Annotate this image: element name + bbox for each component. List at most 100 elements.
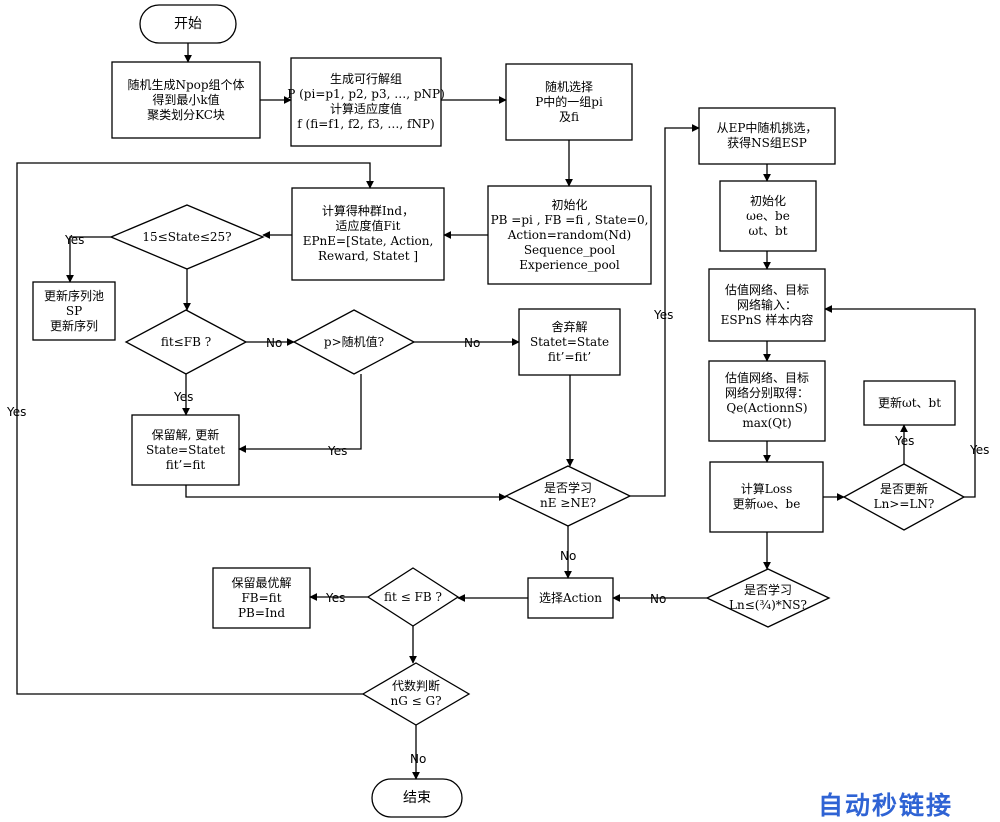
- edge-label-yes-learn1: Yes: [654, 308, 674, 322]
- discard-line: Statet=State: [529, 334, 610, 349]
- gen-feasible-line: 生成可行解组: [329, 72, 402, 86]
- keep-best-line: PB=Ind: [237, 605, 286, 620]
- update-wt-line: 更新ωt、bt: [877, 395, 942, 410]
- net-output-line: 网络分别取得：: [724, 386, 809, 400]
- edge-label-yes-fit2: Yes: [326, 591, 346, 605]
- init2-line: 初始化: [749, 193, 786, 208]
- state-range-node: 15≤State≤25?: [111, 205, 263, 269]
- flow-arrow: [66, 236, 111, 283]
- discard-line: 舍弃解: [551, 319, 588, 334]
- edge-label-yes-fit: Yes: [174, 390, 194, 404]
- keep-best-line: 保留最优解: [231, 575, 292, 590]
- update-seq-line: 更新序列: [49, 318, 98, 333]
- flow-arrow: [238, 374, 362, 453]
- init2-line: ωe、be: [746, 208, 790, 223]
- update-seq-shape: [32, 281, 116, 341]
- init-pop-line: 随机生成Npop组个体: [127, 77, 245, 92]
- flow-arrow: [630, 124, 700, 497]
- fit-le-fb-line: fit≤FB ?: [160, 334, 212, 349]
- start-line: 开始: [174, 15, 202, 32]
- end-node: 结束: [372, 779, 462, 817]
- net-output-line: max(Qt): [742, 416, 792, 430]
- update-wt-shape: [863, 380, 956, 426]
- select-action-line: 选择Action: [538, 590, 602, 605]
- sample-esp-line: 从EP中随机挑选，: [716, 121, 818, 135]
- init2-line: ωt、bt: [748, 223, 788, 238]
- net-input-line: 网络输入：: [736, 297, 797, 312]
- update-wt-node: 更新ωt、bt: [864, 381, 955, 425]
- learn2-line: Ln≤(¾)*NS?: [729, 598, 807, 612]
- p-gt-rand-line: p>随机值?: [323, 334, 385, 349]
- keep-line: 保留解, 更新: [151, 427, 220, 442]
- calc-pop-line: 适应度值Fit: [335, 219, 401, 233]
- flow-arrow: [824, 305, 976, 498]
- calc-pop-line: EPnE=[State, Action,: [302, 234, 434, 248]
- gen-feasible-line: f (fi=f1, f2, f3, …, fNP): [297, 117, 435, 131]
- net-output-line: Qe(ActionnS): [726, 401, 808, 415]
- init1-line: Action=random(Nd): [507, 227, 632, 242]
- random-select-line: P中的一组pi: [535, 94, 603, 109]
- state-range-line: 15≤State≤25?: [142, 229, 232, 244]
- gen-check-line: 代数判断: [391, 679, 440, 693]
- init1-line: Experience_pool: [519, 257, 620, 272]
- calc-loss-line: 更新ωe、be: [732, 497, 801, 511]
- edge-label-yes-update: Yes: [895, 434, 915, 448]
- random-select-line: 及fi: [558, 109, 579, 124]
- p-gt-rand-node: p>随机值?: [294, 310, 414, 374]
- calc-pop-line: Reward, Statet ]: [317, 249, 419, 263]
- init1-line: PB =pi , FB =fi , State=0,: [490, 212, 649, 227]
- update-q-line: 是否更新: [879, 482, 928, 496]
- calc-loss-line: 计算Loss: [740, 482, 793, 496]
- net-input-node: 估值网络、目标网络输入：ESPnS 样本内容: [709, 269, 825, 341]
- keep-line: fit’=fit: [165, 457, 206, 472]
- sample-esp-node: 从EP中随机挑选，获得NS组ESP: [699, 108, 835, 164]
- watermark-text: 自动秒链接: [818, 791, 954, 820]
- flow-arrow: [16, 162, 374, 695]
- gen-feasible-line: P (pi=p1, p2, p3, …, pNP): [287, 87, 445, 101]
- discard-line: fit’=fit’: [547, 349, 592, 364]
- init-pop-line: 得到最小k值: [152, 92, 220, 107]
- edge-label-yes-learn2: Yes: [970, 443, 990, 457]
- edge-label-yes-state: Yes: [65, 233, 85, 247]
- edge-label-yes-p: Yes: [328, 444, 348, 458]
- sample-esp-line: 获得NS组ESP: [727, 136, 807, 150]
- init1-line: 初始化: [551, 197, 588, 212]
- flow-arrow: [185, 485, 507, 501]
- random-select-line: 随机选择: [544, 79, 593, 94]
- select-action-node: 选择Action: [528, 578, 613, 618]
- net-input-line: 估值网络、目标: [724, 282, 809, 297]
- edge-label-no-fit: No: [266, 336, 283, 350]
- edge-label-no-p: No: [464, 336, 481, 350]
- edge-label-yes-gen: Yes: [7, 405, 27, 419]
- learn2-line: 是否学习: [743, 583, 792, 597]
- fit-le-fb2-node: fit ≤ FB ?: [368, 568, 458, 626]
- gen-check-line: nG ≤ G?: [390, 694, 442, 708]
- edge-label-no-gen: No: [410, 752, 427, 766]
- keep-line: State=Statet: [145, 442, 226, 457]
- net-output-node: 估值网络、目标网络分别取得：Qe(ActionnS)max(Qt): [709, 361, 825, 441]
- learn1-line: 是否学习: [543, 481, 592, 495]
- p-gt-rand-shape: [292, 309, 416, 375]
- edge-label-no-learn1: No: [560, 549, 577, 563]
- update-q-shape: [842, 463, 966, 531]
- calc-pop-line: 计算得种群Ind，: [321, 204, 415, 218]
- init-pop-line: 聚类划分KC块: [147, 107, 225, 122]
- net-output-line: 估值网络、目标: [724, 371, 809, 385]
- keep-best-line: FB=fit: [241, 590, 282, 605]
- update-seq-line: SP: [65, 303, 83, 318]
- init1-line: Sequence_pool: [523, 242, 616, 257]
- update-q-line: Ln>=LN?: [873, 497, 935, 511]
- end-line: 结束: [403, 789, 431, 806]
- init-pop-node: 随机生成Npop组个体得到最小k值聚类划分KC块: [112, 62, 260, 138]
